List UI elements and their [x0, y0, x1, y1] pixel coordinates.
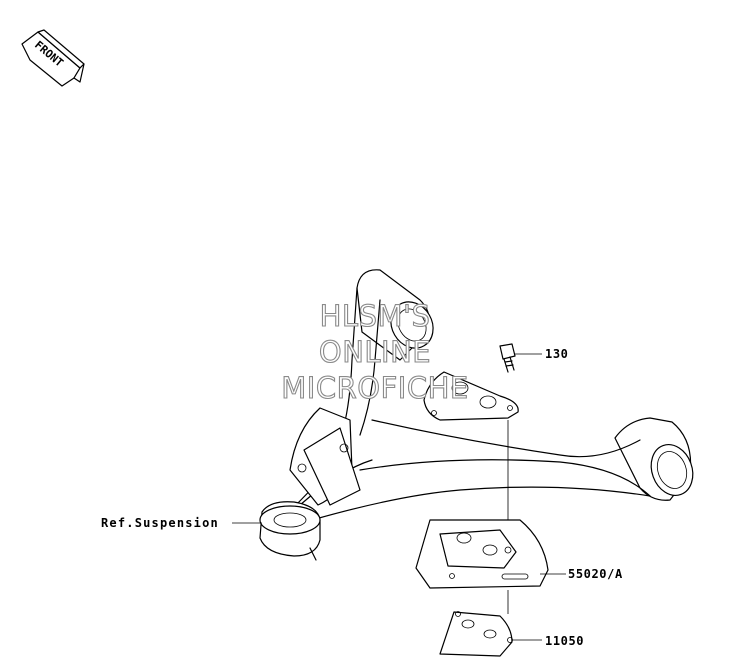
- callout-bolt[interactable]: 130: [514, 347, 568, 361]
- suspension-arm: [259, 269, 694, 561]
- callout-guard[interactable]: 55020/A: [540, 567, 623, 581]
- callout-guard-label[interactable]: 55020/A: [568, 567, 623, 581]
- callout-plate[interactable]: 11050: [512, 634, 584, 648]
- watermark-line1: HLSM'S: [320, 299, 431, 333]
- callout-bolt-label[interactable]: 130: [545, 347, 568, 361]
- upper-guard-plate: [423, 371, 519, 421]
- watermark-line2: ONLINE: [319, 335, 431, 369]
- watermark-line3: MICROFICHE: [281, 371, 468, 405]
- callout-plate-label[interactable]: 11050: [545, 634, 584, 648]
- watermark: HLSM'S ONLINE MICROFICHE: [281, 298, 469, 405]
- bolt-part: [499, 343, 516, 373]
- plate-part: [439, 611, 513, 657]
- callout-ref-suspension[interactable]: Ref.Suspension: [101, 516, 262, 530]
- front-arrow-icon: FRONT: [21, 29, 85, 87]
- callout-ref-suspension-label[interactable]: Ref.Suspension: [101, 516, 219, 530]
- skid-guard-part: [415, 519, 549, 589]
